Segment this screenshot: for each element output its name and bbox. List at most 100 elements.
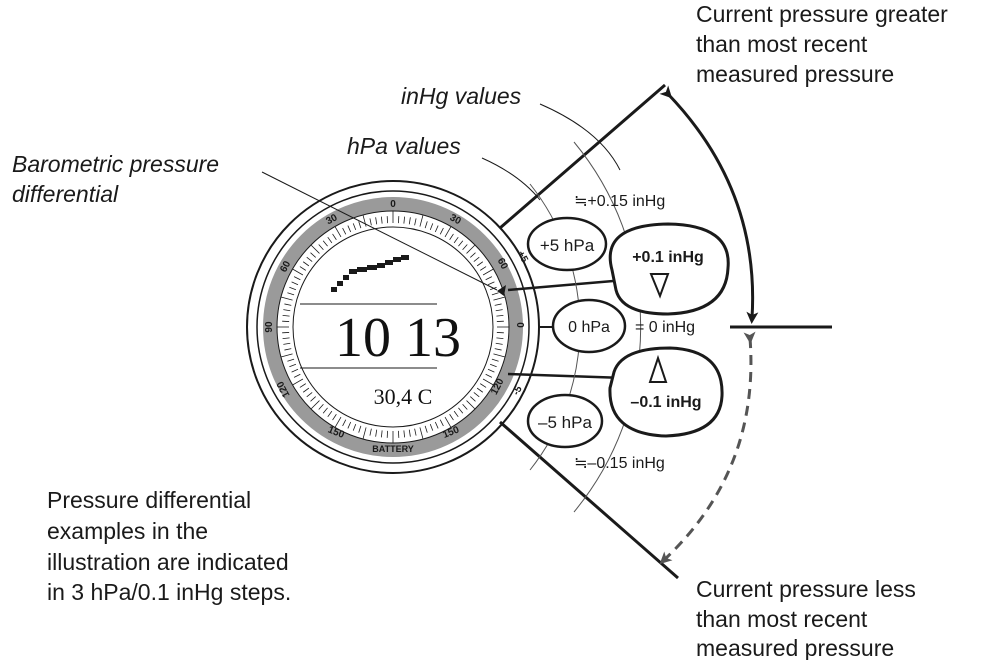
dial-tick (334, 416, 342, 428)
temperature-readout: 30,4 C (374, 384, 433, 409)
dial-tick (439, 419, 444, 427)
dial-tick (352, 223, 357, 231)
dial-tick (434, 225, 439, 233)
leader-differential (261, 171, 498, 291)
down-triangle-icon (649, 273, 670, 299)
minus-step-line (507, 372, 626, 380)
dial-label-30-right: 30 (448, 212, 463, 227)
plus-step-line (507, 278, 626, 292)
dial-tick (327, 410, 333, 418)
leader-hpa (481, 157, 541, 201)
dial-tick (358, 425, 362, 433)
dial-tick (496, 314, 504, 317)
dial-tick (408, 429, 411, 437)
callout-differential-line1: Barometric pressure (12, 151, 219, 177)
callout-less-line2: than most recent (696, 606, 868, 632)
dial-tick (480, 266, 487, 271)
dial-ticks (277, 211, 509, 443)
dial-label-30-left: 30 (324, 212, 339, 227)
dial-tick (310, 396, 316, 402)
dial-tick (318, 244, 324, 250)
lower-boundary-line (499, 420, 679, 580)
dial-tick (310, 252, 316, 258)
dial-tick (306, 392, 313, 398)
dial-tick (322, 407, 328, 414)
bubble-plus5-label: +5 hPa (540, 236, 595, 255)
dial-tick (473, 392, 480, 398)
note-line4: in 3 hPa/0.1 inHg steps. (47, 579, 291, 605)
gray-scale-ring (263, 197, 523, 457)
dial-tick (352, 423, 357, 431)
dial-tick (434, 421, 439, 429)
dial-tick (476, 261, 484, 267)
dial-tick (362, 427, 367, 440)
dial-tick (380, 216, 383, 224)
bubble-zero-hpa-label: 0 hPa (568, 319, 610, 336)
bubble-plus01-label: +0.1 inHg (632, 249, 704, 266)
dial-tick (327, 236, 333, 244)
callout-less: Current pressure less than most recent m… (696, 576, 916, 660)
inhg-arc (573, 141, 642, 513)
dial-tick (414, 218, 417, 226)
dial-tick (453, 236, 459, 244)
callout-greater: Current pressure greater than most recen… (696, 1, 948, 87)
dial-tick (403, 430, 406, 438)
dial-tick (302, 261, 310, 267)
dial-tick (375, 429, 378, 437)
callout-greater-line3: measured pressure (696, 61, 894, 87)
callout-hpa-values: hPa values (347, 133, 461, 159)
dial-tick (283, 309, 291, 312)
dial-tick (485, 276, 493, 281)
dial-tick (334, 226, 342, 238)
dial-label-60-left: 60 (278, 259, 293, 274)
bubble-plus01: +0.1 inHg (608, 222, 730, 316)
callout-differential-line2: differential (12, 181, 119, 207)
bubble-minus01: –0.1 inHg (608, 346, 724, 438)
dial-tick (482, 268, 494, 276)
callout-less-line3: measured pressure (696, 635, 894, 660)
dial-tick (419, 427, 424, 440)
dial-tick (419, 214, 424, 227)
dial-tick (429, 423, 434, 431)
leader-lines (261, 103, 621, 291)
dial-tick (424, 221, 428, 229)
arrow-decrease (659, 331, 756, 565)
bubble-minus5-label: –5 hPa (538, 413, 592, 432)
dial-tick (444, 226, 452, 238)
dial-tick (496, 337, 504, 340)
dial-tick (462, 404, 468, 410)
dial-tick (306, 256, 313, 262)
dial-tick (322, 240, 328, 247)
dial-tick (414, 428, 417, 436)
dial-tick (491, 292, 499, 296)
dial-tick (289, 286, 297, 291)
dial-tick (458, 407, 464, 414)
dial-tick (482, 378, 494, 386)
label-minus-015-inhg: ≒–0.15 inHg (574, 455, 665, 472)
dial-tick (487, 368, 495, 373)
pressure-trend-graph (331, 255, 409, 292)
dial-tick (299, 266, 306, 271)
dial-tick (493, 353, 506, 358)
dial-tick (287, 358, 295, 362)
dial-tick (458, 240, 464, 247)
dial-label-90-left: 90 (264, 321, 275, 333)
dial-tick (466, 244, 476, 254)
dial-label-top: 0 (390, 199, 396, 210)
dial-tick (310, 400, 320, 410)
dial-tick (476, 387, 484, 393)
dial-tick (494, 348, 502, 351)
dial-tick (310, 244, 320, 254)
note-line2: examples in the (47, 518, 208, 544)
label-zero-inhg: = 0 inHg (635, 319, 695, 336)
dial-tick (489, 363, 497, 368)
label-plus-015-inhg: ≒+0.15 inHg (574, 193, 665, 210)
dial-tick (342, 419, 347, 427)
dial-label-battery: BATTERY (372, 444, 414, 454)
dial-tick (453, 410, 459, 418)
dial-tick (282, 337, 290, 340)
dial-tick (332, 233, 337, 240)
dial-tick (495, 342, 503, 345)
